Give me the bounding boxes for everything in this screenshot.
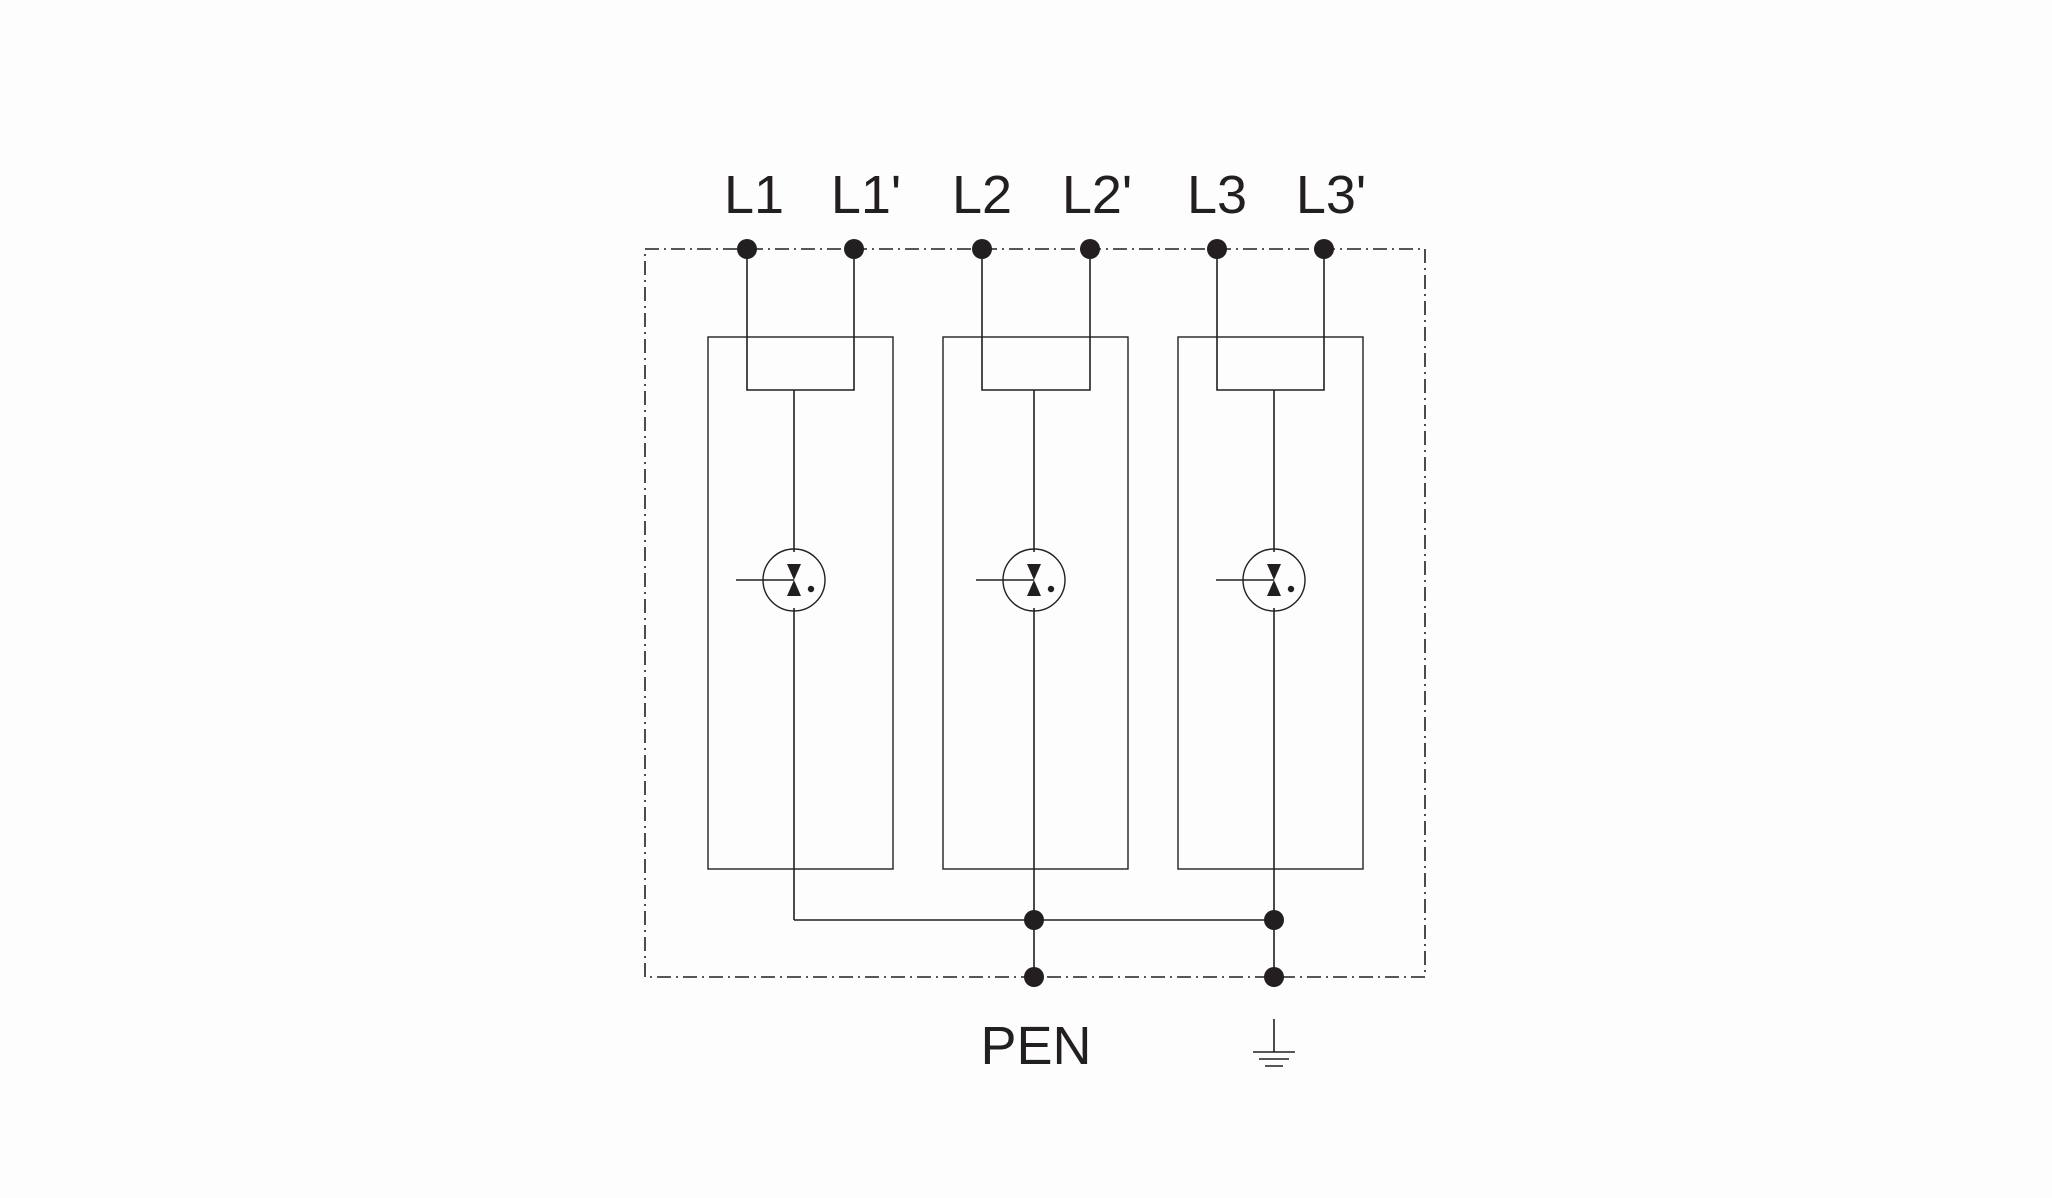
- spark-gap-arrester-icon: [736, 548, 826, 612]
- terminal-label-l1-prime: L1': [831, 165, 901, 225]
- module-3-housing: [1177, 336, 1364, 870]
- module-2-housing: [942, 336, 1129, 870]
- earth-ground-icon: [1253, 1019, 1295, 1067]
- terminal-dot-l1: [737, 239, 757, 259]
- terminal-label-l2-prime: L2': [1062, 165, 1132, 225]
- spark-gap-arrester-icon: [1216, 548, 1306, 612]
- terminal-dot-l1-prime: [844, 239, 864, 259]
- terminal-label-l2: L2: [952, 165, 1012, 225]
- module-2: [942, 249, 1129, 977]
- terminal-dot-l3-prime: [1314, 239, 1334, 259]
- module-1: [707, 249, 894, 920]
- terminal-label-l1: L1: [724, 165, 784, 225]
- enclosure-border: [644, 248, 1426, 978]
- spark-gap-arrester-icon: [976, 548, 1066, 612]
- terminal-label-l3: L3: [1187, 165, 1247, 225]
- module-1-input-bridge: [746, 249, 855, 391]
- terminal-dot-l2: [972, 239, 992, 259]
- module-2-input-bridge: [981, 249, 1091, 391]
- module-3: [1177, 249, 1364, 977]
- junction-dot-bus-pen: [1024, 910, 1044, 930]
- terminal-label-l3-prime: L3': [1296, 165, 1366, 225]
- terminal-dot-pen: [1024, 967, 1044, 987]
- module-1-housing: [707, 336, 894, 870]
- terminal-dot-l3: [1207, 239, 1227, 259]
- terminal-dot-ground: [1264, 967, 1284, 987]
- junction-dot-bus-ground: [1264, 910, 1284, 930]
- terminal-label-pen: PEN: [980, 1016, 1091, 1076]
- terminal-dot-l2-prime: [1080, 239, 1100, 259]
- module-3-input-bridge: [1216, 249, 1325, 391]
